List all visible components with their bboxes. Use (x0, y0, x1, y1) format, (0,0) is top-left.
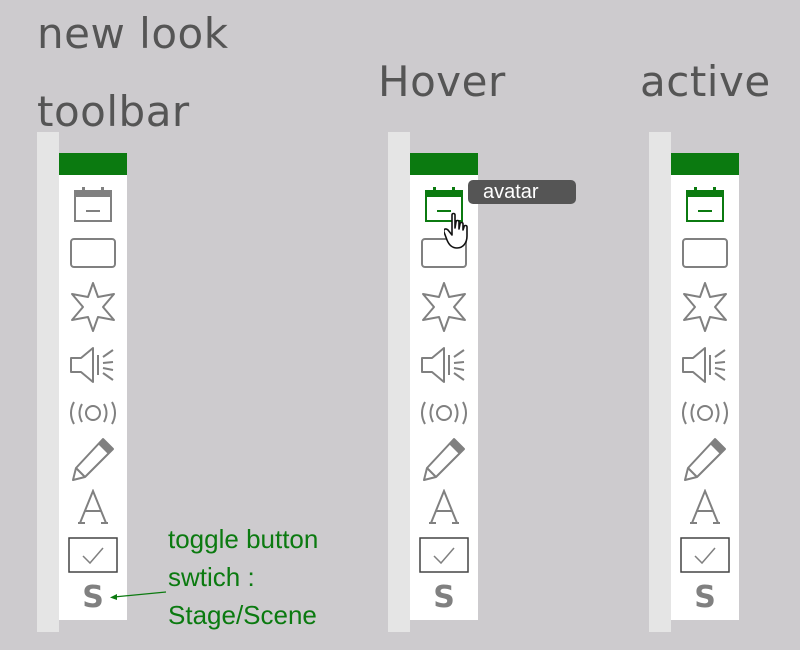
heading-new-look-line1: new look (37, 9, 229, 58)
toolbar-rail-default (37, 132, 59, 632)
stage-scene-toggle-button[interactable]: S (63, 573, 123, 621)
rectangle-icon (681, 237, 729, 269)
calendar-face-button[interactable] (414, 181, 474, 229)
checkbox-button[interactable] (675, 531, 735, 579)
calendar-face-button[interactable] (675, 181, 735, 229)
toolbar-rail-hover (388, 132, 410, 632)
radio-wave-button[interactable] (63, 389, 123, 437)
annotation-arrow-icon (110, 591, 167, 600)
pencil-button[interactable] (675, 435, 735, 483)
rectangle-button[interactable] (675, 229, 735, 277)
text-a-button[interactable] (414, 483, 474, 531)
text-a-icon (76, 489, 110, 525)
calendar-face-icon (424, 186, 464, 224)
checkbox-button[interactable] (63, 531, 123, 579)
stage-scene-toggle-label: S (82, 579, 104, 615)
heading-hover: Hover (378, 57, 506, 106)
stage-scene-toggle-label: S (433, 579, 455, 615)
rectangle-button[interactable] (63, 229, 123, 277)
text-a-icon (427, 489, 461, 525)
pencil-icon (682, 436, 728, 482)
stage-scene-toggle-label: S (694, 579, 716, 615)
toolbar-header-bar (59, 153, 127, 175)
text-a-icon (688, 489, 722, 525)
annotation-line1: toggle button (168, 524, 319, 554)
stage-scene-toggle-button[interactable]: S (414, 573, 474, 621)
toolbar-default: S (59, 153, 127, 620)
rectangle-icon (69, 237, 117, 269)
pencil-button[interactable] (63, 435, 123, 483)
calendar-face-button[interactable] (63, 181, 123, 229)
speaker-button[interactable] (675, 341, 735, 389)
calendar-face-icon (73, 186, 113, 224)
calendar-face-icon (685, 186, 725, 224)
annotation-line2: swtich : (168, 562, 255, 592)
speaker-button[interactable] (414, 341, 474, 389)
heading-active: active (640, 57, 771, 106)
text-a-button[interactable] (675, 483, 735, 531)
toolbar-header-bar (671, 153, 739, 175)
hand-pointer-cursor-icon (444, 212, 468, 249)
checkbox-icon (418, 536, 470, 574)
rectangle-button[interactable] (414, 229, 474, 277)
star-icon (70, 281, 116, 333)
pencil-button[interactable] (414, 435, 474, 483)
star-icon (682, 281, 728, 333)
rectangle-icon (420, 237, 468, 269)
checkbox-button[interactable] (414, 531, 474, 579)
speaker-icon (681, 345, 729, 385)
pencil-icon (70, 436, 116, 482)
stage-scene-toggle-button[interactable]: S (675, 573, 735, 621)
heading-new-look: new look toolbar (37, 10, 229, 166)
checkbox-icon (67, 536, 119, 574)
star-button[interactable] (675, 281, 735, 333)
text-a-button[interactable] (63, 483, 123, 531)
speaker-button[interactable] (63, 341, 123, 389)
heading-new-look-line2: toolbar (37, 87, 190, 136)
speaker-icon (69, 345, 117, 385)
toolbar-header-bar (410, 153, 478, 175)
toolbar-rail-active (649, 132, 671, 632)
checkbox-icon (679, 536, 731, 574)
star-button[interactable] (414, 281, 474, 333)
star-icon (421, 281, 467, 333)
annotation-line3: Stage/Scene (168, 600, 317, 630)
speaker-icon (420, 345, 468, 385)
radio-wave-button[interactable] (675, 389, 735, 437)
radio-wave-icon (418, 400, 470, 426)
toolbar-active: S (671, 153, 739, 620)
toggle-annotation: toggle button swtich : Stage/Scene (168, 520, 318, 634)
radio-wave-icon (679, 400, 731, 426)
tooltip-avatar: avatar (468, 180, 576, 204)
star-button[interactable] (63, 281, 123, 333)
radio-wave-button[interactable] (414, 389, 474, 437)
radio-wave-icon (67, 400, 119, 426)
pencil-icon (421, 436, 467, 482)
